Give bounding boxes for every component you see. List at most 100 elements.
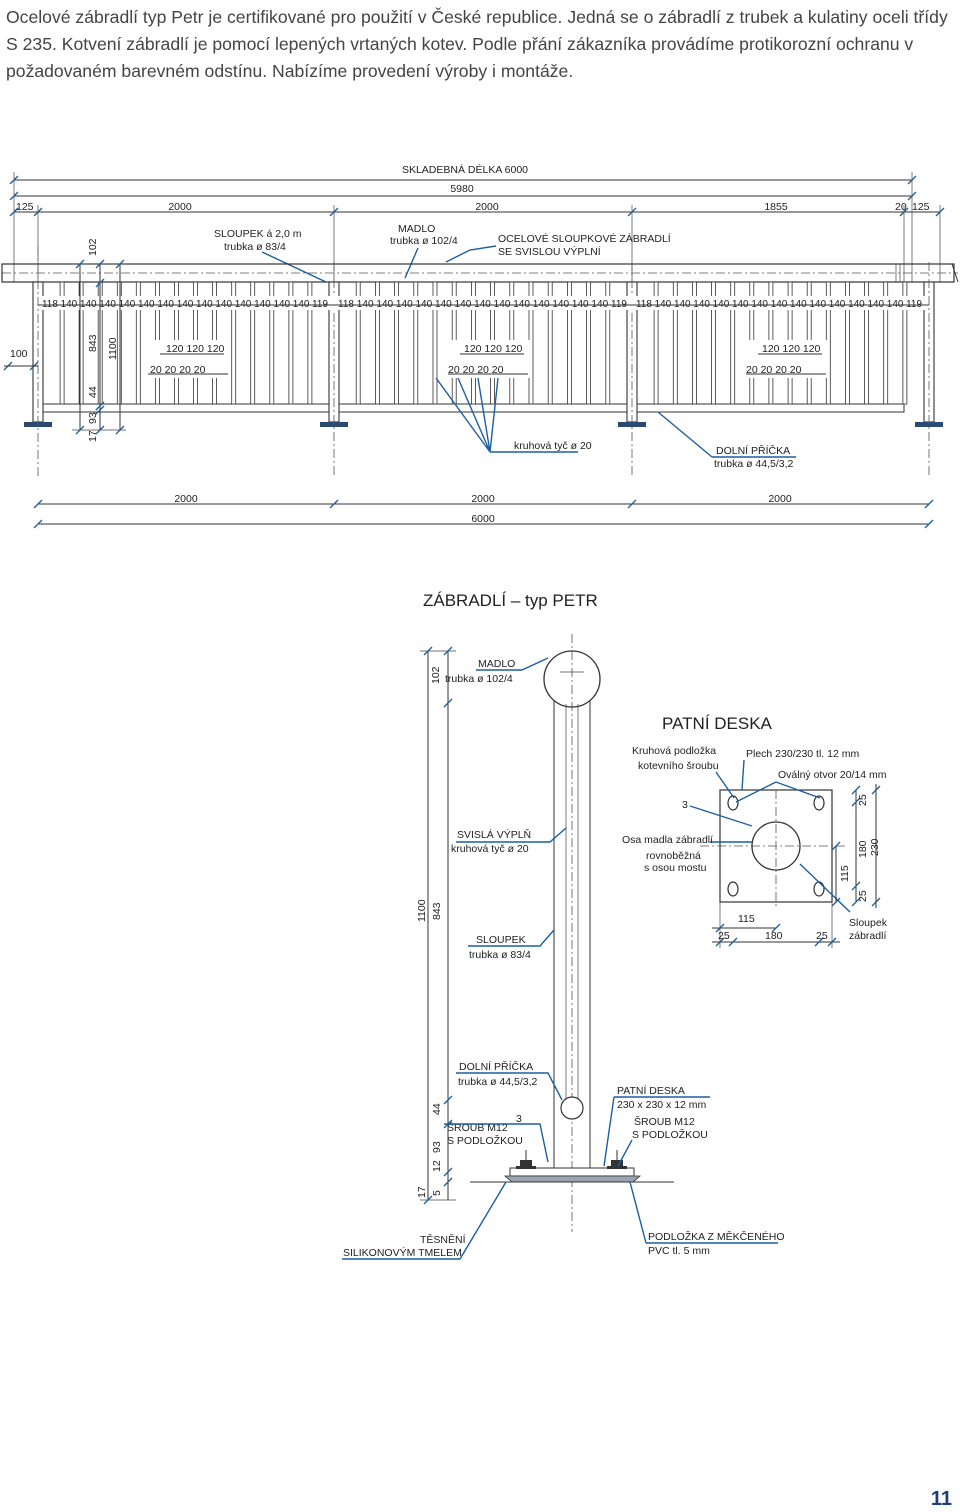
infill-bar [864,281,869,405]
dim-bottom-2000-a: 2000 [174,493,198,505]
infill-bar [845,281,850,405]
dim-top-125-right: 125 [912,201,930,213]
plate-dim-230: 230 [869,838,881,856]
plate-oval: Oválný otvor 20/14 mm [778,769,887,781]
infill-bar [692,281,697,405]
infill-bar [902,281,908,405]
railing-cross-section: ZÁBRADLÍ – typ PETR MADLO trubka ø 102/4… [342,591,785,1260]
sloupek-label-1: SLOUPEK á 2,0 m [214,228,302,240]
spacing-dims-3: 118 140 140 140 140 140 140 140 140 140 … [636,298,922,310]
section-dim-17: 17 [416,1186,428,1198]
section-dolni-1: DOLNÍ PŘÍČKA [459,1060,533,1073]
dim-top-2000-b: 2000 [475,201,499,213]
plate-sloupek-2: zábradlí [849,930,886,942]
section-dim-44: 44 [431,1103,443,1115]
infill-bar [567,281,572,405]
plate-dim-25-right: 25 [816,930,828,942]
bar-dims-top-2: 120 120 120 [464,343,523,355]
section-dim-12: 12 [431,1160,443,1172]
infill-bar [672,281,678,405]
section-vypln-2: kruhová tyč ø 20 [451,843,529,855]
section-dim-93: 93 [431,1141,443,1153]
plate-plech: Plech 230/230 tl. 12 mm [746,748,859,760]
page-number: 11 [930,1488,952,1510]
infill-bar [394,281,400,405]
plate-sloupek-1: Sloupek [849,917,888,929]
plate-dim-180-v: 180 [857,840,869,858]
section-deska-2: 230 x 230 x 12 mm [617,1099,707,1111]
plate-dim-25-top: 25 [857,794,869,806]
infill-bar [653,281,659,405]
section-madlo-2: trubka ø 102/4 [445,673,513,685]
dim-44-elev: 44 [87,386,99,398]
infill-bar [586,281,591,405]
dim-bottom-2000-b: 2000 [471,493,495,505]
railing-elevation: SKLADEBNÁ DÉLKA 6000 5980 125 2000 2000 … [1,163,959,529]
infill-bar [883,281,889,405]
section-sroub-1: ŠROUB M12 [447,1121,508,1134]
dim-93-elev: 93 [87,412,99,424]
skladebna-delka-label: SKLADEBNÁ DÉLKA 6000 [402,163,528,176]
infill-bar [355,281,361,405]
spacing-dims-1: 118 140 140 140 140 140 140 140 140 140 … [42,298,328,310]
infill-bar [374,281,380,405]
dim-top-20: 20 [895,201,907,213]
plate-dim-115-h: 115 [738,913,755,925]
section-tesneni-2: SILIKONOVÝM TMELEM [343,1246,462,1259]
infill-bar [413,281,419,405]
plate-dim-25-left: 25 [718,930,730,942]
infill-bar [135,281,141,405]
dim-6000: 6000 [471,513,495,525]
kruhova-tyc-label: kruhová tyč ø 20 [514,440,592,452]
spacing-dims-2: 118 140 140 140 140 140 140 140 140 140 … [338,298,627,310]
bar-dims-bot-3: 20 20 20 20 [746,364,802,376]
infill-bar [116,281,122,405]
infill-bar [547,281,553,405]
bar-spacing-details: 120 120 120 20 20 20 20 120 120 120 20 2… [146,340,828,378]
plate-kruh-2: kotevního šroubu [638,760,719,772]
intro-paragraph: Ocelové zábradlí typ Petr je certifikova… [6,7,948,81]
madlo-label-1: MADLO [398,223,435,235]
dim-102-elev: 102 [87,238,99,256]
section-dim-102: 102 [430,666,442,684]
plate-dim-115-v: 115 [839,865,851,882]
plate-weld-3: 3 [682,799,688,811]
bar-dims-top-3: 120 120 120 [762,343,821,355]
dim-1100-elev: 1100 [107,337,119,360]
infill-bar [250,281,256,405]
dim-843-elev: 843 [87,334,99,352]
dim-top-1855: 1855 [764,201,788,213]
dim-17-elev: 17 [87,430,99,442]
bar-dims-bot-2: 20 20 20 20 [448,364,504,376]
section-dolni-2: trubka ø 44,5/3,2 [458,1076,538,1088]
section-title: ZÁBRADLÍ – typ PETR [423,591,598,610]
infill-bar [605,281,611,405]
dim-5980: 5980 [450,183,474,195]
infill-bar [59,281,65,405]
section-dim-843: 843 [431,902,443,920]
infill-bar [288,281,294,405]
section-deska-3: ŠROUB M12 [634,1115,695,1128]
plate-osa-3: s osou mostu [644,862,707,874]
infill-bar [730,281,736,405]
plate-dim-25-bottom: 25 [857,890,869,902]
section-vypln-1: SVISLÁ VÝPLŇ [457,828,531,841]
base-plate-detail: PATNÍ DESKA Kruhová podložka kotevního š… [622,714,888,948]
bar-dims-top-1: 120 120 120 [166,343,225,355]
section-sloupek-2: trubka ø 83/4 [469,949,531,961]
dim-top-2000-a: 2000 [168,201,192,213]
plate-dim-180-h: 180 [765,930,783,942]
dolni-pricka-label-1: DOLNÍ PŘÍČKA [716,444,790,457]
section-weld-3: 3 [516,1113,522,1125]
infill-bar [231,281,237,405]
plate-osa-1: Osa madla zábradlí [622,834,713,846]
section-deska-1: PATNÍ DESKA [617,1084,685,1097]
section-madlo-1: MADLO [478,658,515,670]
dim-bottom-2000-c: 2000 [768,493,792,505]
infill-bar [432,281,438,405]
dim-100-elev: 100 [10,348,28,360]
section-dim-5: 5 [431,1190,443,1196]
sloupek-label-2: trubka ø 83/4 [224,241,286,253]
zabradli-label-1: OCELOVÉ SLOUPKOVÉ ZÁBRADLÍ [498,232,671,245]
